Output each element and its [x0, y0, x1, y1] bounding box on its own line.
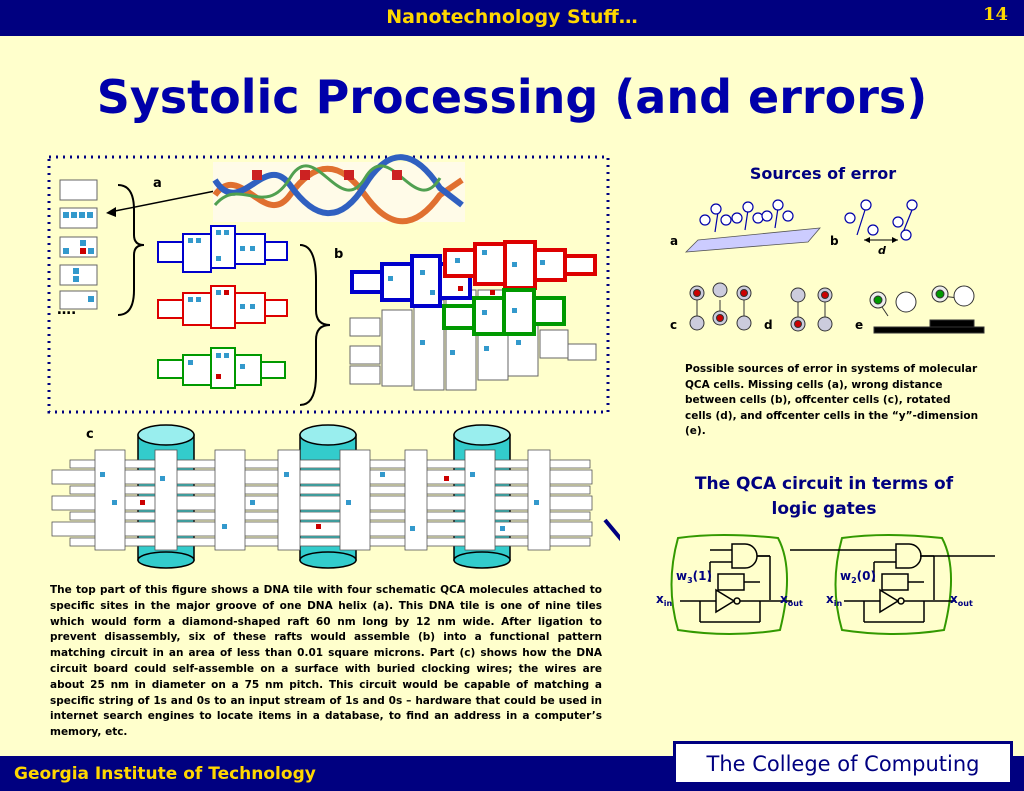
- header-title: Nanotechnology Stuff…: [386, 6, 638, 28]
- raft-red: [157, 285, 288, 329]
- gate2-xin: xin: [826, 592, 842, 608]
- error-label-d: d: [764, 318, 773, 332]
- distance-label: d: [878, 244, 886, 257]
- fig-label-a: a: [153, 176, 162, 191]
- page-number: 14: [982, 4, 1008, 25]
- gate2-w: w2(0): [840, 569, 876, 585]
- figure-caption: The top part of this figure shows a DNA …: [50, 584, 602, 739]
- institute-name: Georgia Institute of Technology: [14, 764, 316, 784]
- logic-gate-diagram: w3(1) xin xout w2(0) xin xout: [656, 534, 995, 635]
- fig-label-c: c: [86, 427, 94, 442]
- raft-blue: [157, 225, 288, 273]
- error-label-c: c: [670, 318, 677, 332]
- slide-title: Systolic Processing (and errors): [96, 70, 928, 124]
- error-label-a: a: [670, 234, 678, 248]
- header-bar: Nanotechnology Stuff… 14: [0, 0, 1024, 36]
- gate2-xout: xout: [950, 592, 973, 608]
- gate1-xin: xin: [656, 592, 672, 608]
- error-label-b: b: [830, 234, 839, 248]
- logic-heading: The QCA circuit in terms of logic gates: [694, 474, 954, 519]
- circuit-board: [51, 449, 593, 551]
- errors-text: Possible sources of error in systems of …: [685, 363, 979, 437]
- gate1-xout: xout: [780, 592, 803, 608]
- errors-heading: Sources of error: [749, 164, 897, 183]
- fig-label-b: b: [334, 247, 343, 262]
- left-brace: [117, 184, 145, 316]
- college-badge: The College of Computing: [673, 741, 1013, 785]
- dotted-frame: [47, 155, 610, 414]
- ellipsis-label: ….: [57, 302, 76, 318]
- dna-helix-image: [212, 154, 465, 225]
- error-label-e: e: [855, 318, 863, 332]
- college-name: The College of Computing: [706, 752, 980, 776]
- right-brace: [299, 244, 331, 406]
- circuit-dots: [100, 472, 539, 531]
- dna-tile-figure: …. a b: [47, 154, 620, 569]
- raft-green: [157, 347, 286, 389]
- assembled-circuit: [349, 240, 597, 391]
- error-diagrams: a b d c d e: [670, 199, 985, 334]
- gate1-w: w3(1): [676, 569, 712, 585]
- tile-column: [59, 179, 98, 310]
